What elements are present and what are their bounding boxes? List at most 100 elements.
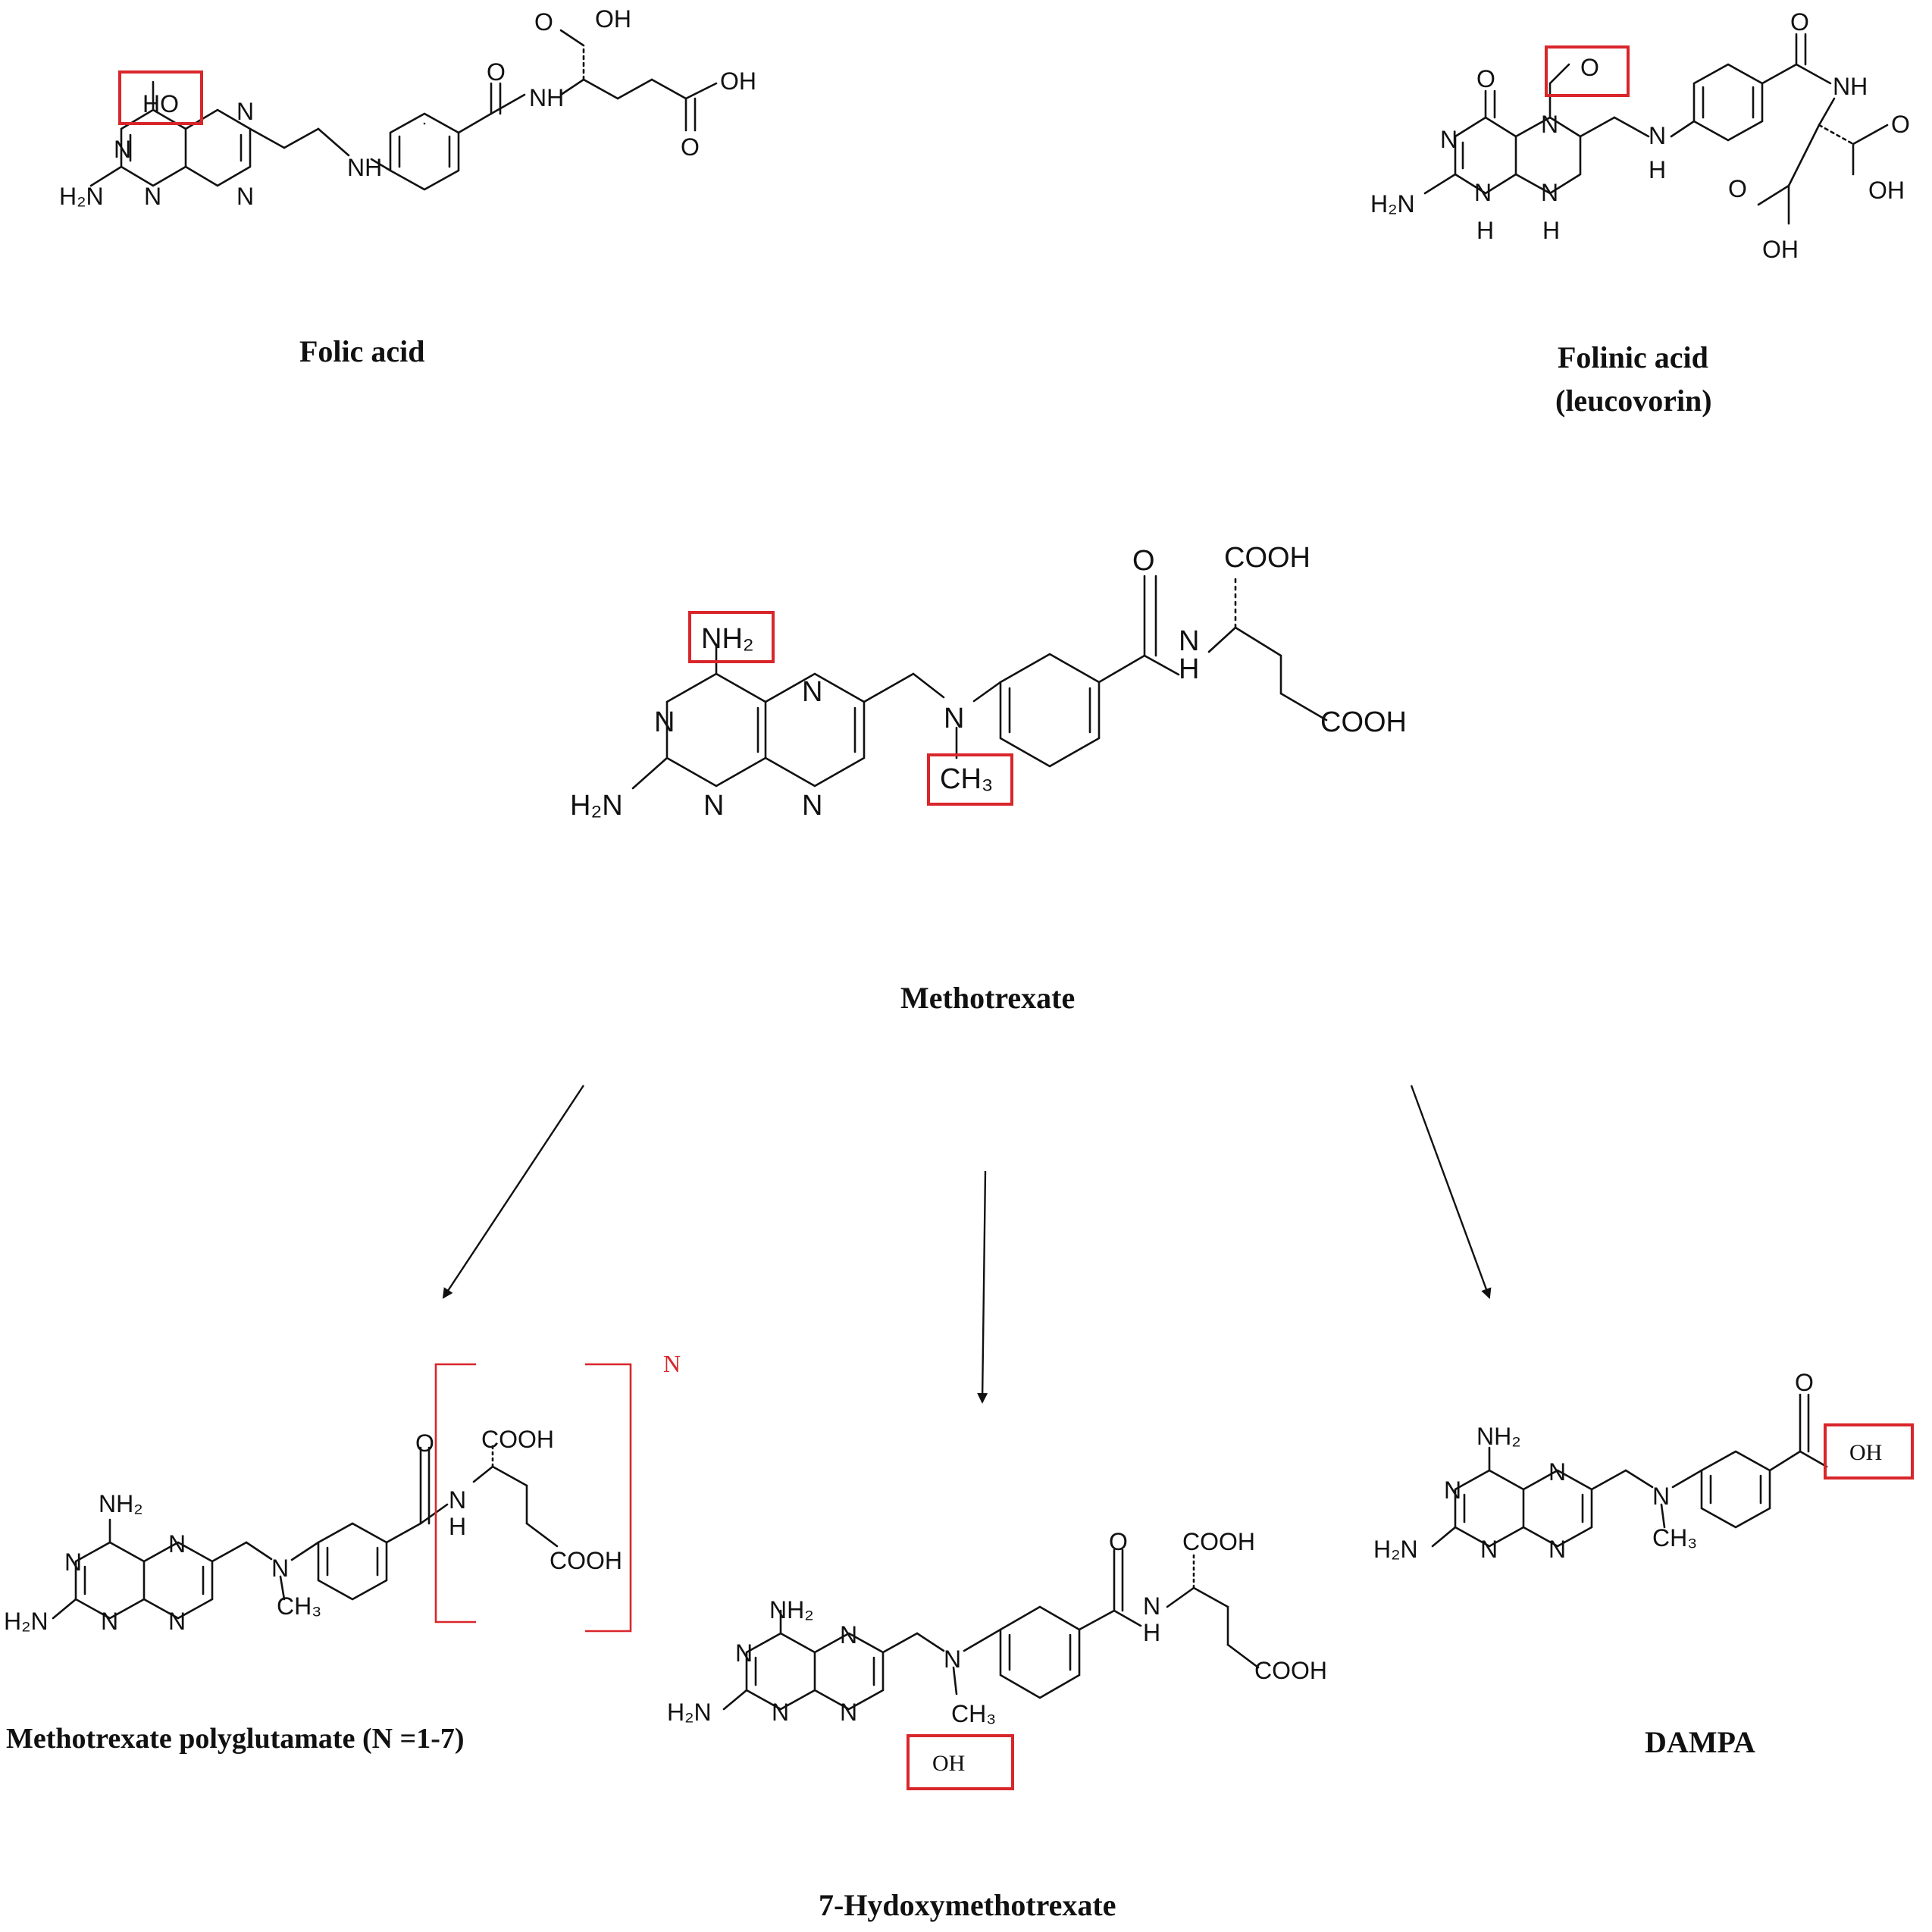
- atom-label: OH: [1762, 236, 1799, 263]
- atom-label: O: [1580, 54, 1599, 81]
- atom-label: NH: [1833, 73, 1868, 100]
- atom-label: COOH: [1182, 1528, 1255, 1555]
- caption-polyglutamate: Methotrexate polyglutamate (N =1-7): [6, 1723, 465, 1755]
- atom-label: H₂N: [1370, 190, 1415, 218]
- atom-label: O: [1891, 111, 1910, 138]
- atom-label: COOH: [1254, 1657, 1327, 1684]
- atom-label: N: [1652, 1483, 1670, 1510]
- atom-label: O: [1109, 1528, 1128, 1555]
- atom-label: NH₂: [701, 623, 754, 655]
- atom-label: O: [1476, 65, 1495, 92]
- caption-folinic-acid-line2: (leucovorin): [1555, 384, 1712, 418]
- atom-label: COOH: [1224, 542, 1310, 574]
- atom-label: N: [735, 1639, 753, 1667]
- atom-label: H₂N: [59, 183, 104, 210]
- atom-label: N: [114, 136, 131, 163]
- atom-label: NH: [529, 84, 564, 111]
- atom-label: CH₃: [1652, 1524, 1697, 1552]
- repeat-count-label: N: [663, 1350, 681, 1377]
- atom-label: OH: [1868, 177, 1905, 204]
- caption-folic-acid: Folic acid: [299, 334, 425, 368]
- atom-label: O: [487, 58, 506, 86]
- atom-label: COOH: [550, 1547, 622, 1574]
- atom-label: N: [802, 790, 822, 822]
- caption-hydroxy-methotrexate: 7-Hydoxymethotrexate: [819, 1888, 1116, 1922]
- atom-label: N: [64, 1548, 82, 1576]
- atom-label: NH: [347, 154, 382, 181]
- atom-label: H: [1143, 1619, 1160, 1646]
- atom-label: N: [144, 183, 161, 210]
- atom-label: N: [772, 1699, 789, 1726]
- reaction-arrow: [977, 1170, 988, 1404]
- atom-label: O: [1790, 8, 1809, 36]
- atom-label: N: [1649, 122, 1666, 149]
- atom-label: N: [236, 98, 254, 125]
- atom-label: N: [1548, 1536, 1566, 1563]
- atom-label: NH₂: [1476, 1423, 1521, 1450]
- atom-label: N: [1541, 179, 1558, 206]
- atom-label: H: [1179, 653, 1199, 685]
- reaction-arrow: [1410, 1085, 1492, 1299]
- atom-label: CH₃: [951, 1700, 996, 1727]
- atom-label: H₂N: [4, 1608, 49, 1635]
- atom-label: N: [168, 1608, 186, 1635]
- atom-label: N: [1179, 625, 1199, 657]
- atom-label: NH₂: [769, 1596, 814, 1624]
- highlight-box: [1824, 1423, 1914, 1480]
- atom-label: CH₃: [940, 763, 993, 795]
- atom-label: N: [1480, 1536, 1498, 1563]
- atom-label: O: [415, 1429, 434, 1457]
- atom-label: OH: [720, 67, 756, 95]
- atom-label: N: [703, 790, 724, 822]
- atom-label: N: [802, 676, 822, 708]
- atom-label: H₂N: [570, 790, 623, 822]
- folic-acid-structure: HO N N N N H₂N NH O NH O OH OH O: [59, 5, 756, 210]
- highlight-box: [118, 70, 203, 125]
- hydroxyl-label: OH: [1849, 1440, 1882, 1465]
- atom-label: H₂N: [1373, 1536, 1418, 1563]
- atom-label: N: [1440, 126, 1458, 153]
- atom-label: O: [1795, 1369, 1814, 1396]
- reaction-arrow: [442, 1085, 585, 1299]
- atom-label: NH₂: [99, 1490, 143, 1517]
- atom-label: N: [1548, 1458, 1566, 1486]
- atom-label: O: [681, 133, 700, 161]
- atom-label: N: [1474, 179, 1492, 206]
- atom-label: COOH: [1320, 706, 1407, 738]
- highlight-box: [927, 753, 1013, 806]
- dampa-structure: NH₂ N N N N H₂N N CH₃ O OH: [1373, 1369, 1914, 1563]
- atom-label: H₂N: [667, 1699, 712, 1726]
- atom-label: H: [449, 1513, 466, 1540]
- caption-dampa: DAMPA: [1645, 1725, 1755, 1759]
- atom-label: N: [944, 1645, 961, 1673]
- left-bracket: [434, 1363, 476, 1624]
- atom-label: O: [1132, 545, 1155, 577]
- methotrexate-structure: NH₂ N N N N H₂N N CH₃ O N H COOH COOH: [570, 542, 1407, 822]
- hydroxyl-label: OH: [932, 1751, 965, 1776]
- atom-label: HO: [142, 90, 179, 117]
- atom-label: OH: [595, 5, 631, 33]
- atom-label: CH₃: [277, 1592, 321, 1620]
- atom-label: N: [654, 706, 675, 738]
- atom-label: N: [168, 1530, 186, 1558]
- highlight-box: [1545, 45, 1630, 97]
- caption-folinic-acid-line1: Folinic acid: [1558, 340, 1708, 374]
- atom-label: O: [1728, 175, 1747, 202]
- atom-label: N: [101, 1608, 118, 1635]
- atom-label: H: [1649, 156, 1666, 183]
- atom-label: N: [840, 1621, 857, 1649]
- atom-label: N: [840, 1699, 857, 1726]
- hydroxy-methotrexate-structure: NH₂ N N N N H₂N N CH₃ O N H COOH COOH OH: [667, 1528, 1327, 1790]
- highlight-box: [688, 611, 775, 663]
- atom-label: N: [236, 183, 254, 210]
- atom-label: N: [1444, 1476, 1461, 1504]
- atom-label: COOH: [481, 1426, 554, 1453]
- atom-label: H: [1542, 217, 1560, 244]
- atom-label: N: [1541, 111, 1558, 138]
- highlight-box: [907, 1734, 1014, 1790]
- atom-label: N: [944, 703, 964, 734]
- folinic-acid-structure: O N H₂N N H N N H O N H O NH O OH O OH: [1370, 8, 1910, 263]
- right-bracket: [585, 1363, 632, 1633]
- caption-methotrexate: Methotrexate: [900, 981, 1076, 1015]
- atom-label: N: [271, 1555, 289, 1582]
